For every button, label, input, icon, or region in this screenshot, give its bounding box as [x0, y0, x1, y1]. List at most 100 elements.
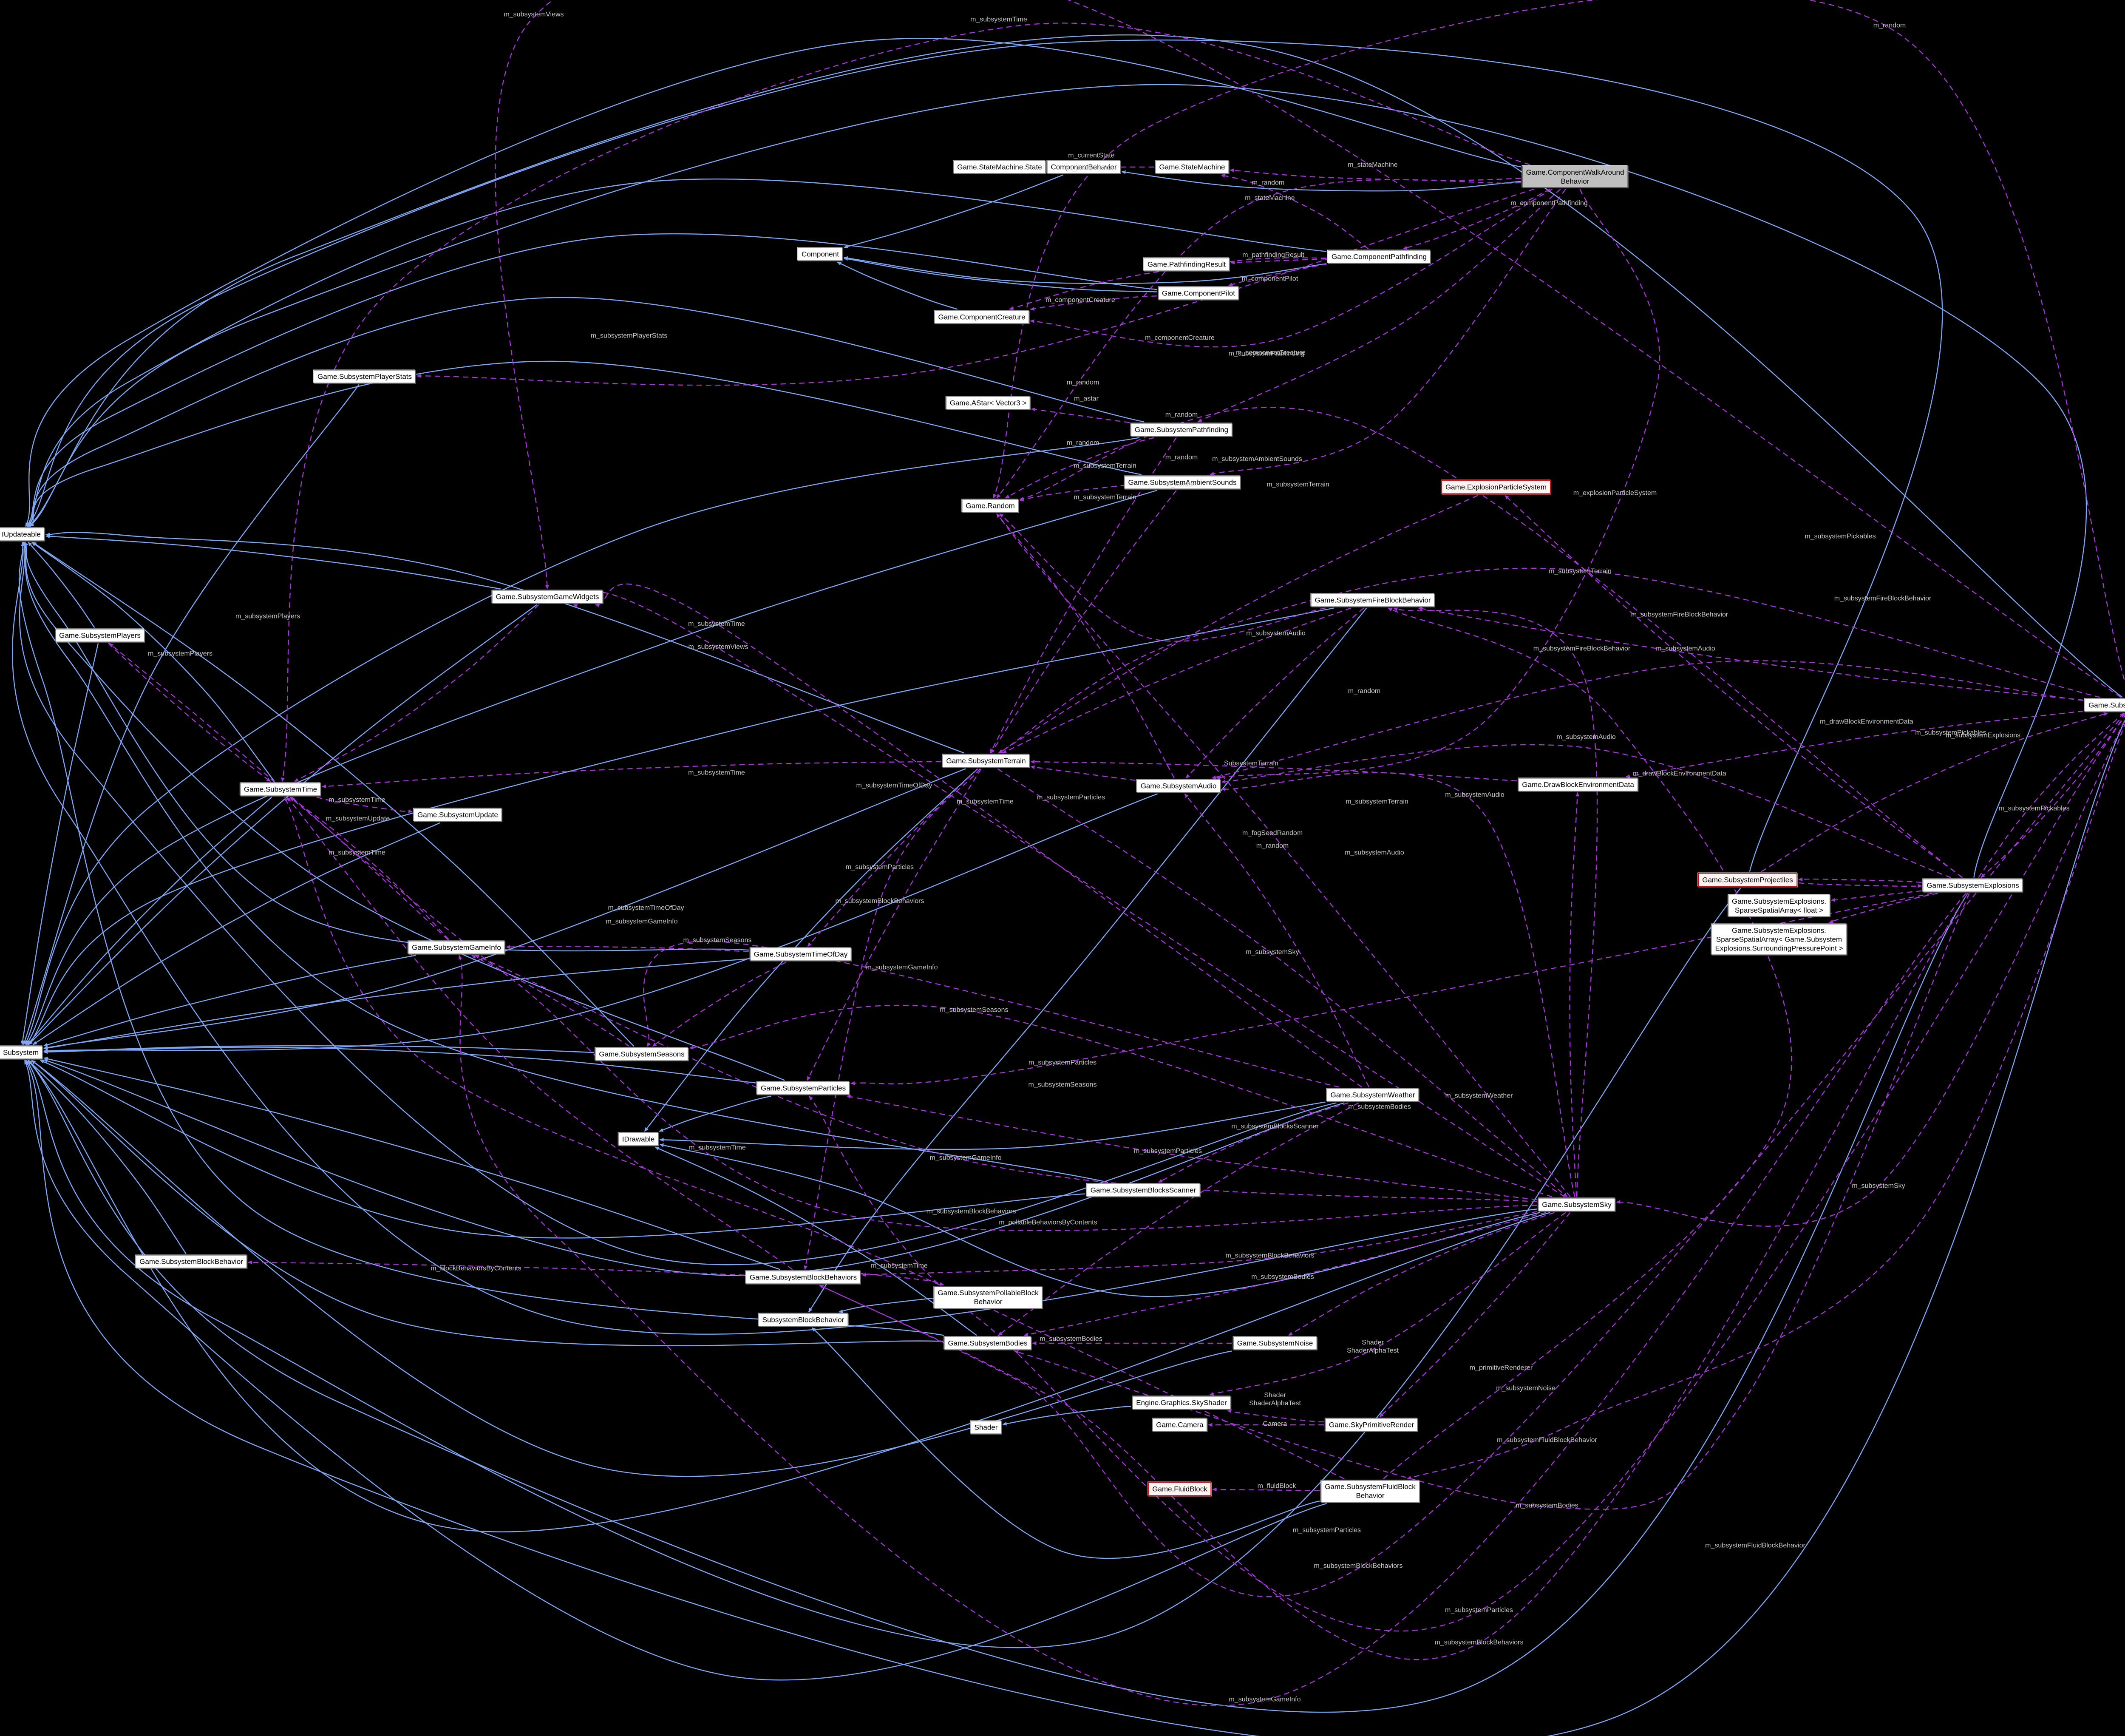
- class-node-noise[interactable]: Game.SubsystemNoise: [1233, 1336, 1317, 1350]
- usage-edge: [1221, 772, 1575, 1197]
- class-node-update[interactable]: Game.SubsystemUpdate: [414, 808, 502, 822]
- inheritance-edge: [27, 40, 1943, 872]
- class-node-sky[interactable]: Game.SubsystemSky: [1538, 1198, 1615, 1211]
- usage-edge: [1023, 1212, 1546, 1337]
- class-node-proj[interactable]: Game.SubsystemProjectiles: [1698, 873, 1797, 887]
- inheritance-edge: [45, 532, 965, 754]
- usage-edge: [861, 1211, 1537, 1277]
- usage-edge: [652, 962, 787, 1047]
- class-node-presult[interactable]: Game.PathfindingResult: [1143, 258, 1230, 271]
- class-node-fluid[interactable]: Game.FluidBlock: [1148, 1482, 1212, 1496]
- usage-edge: [1230, 258, 1327, 265]
- class-node-scan[interactable]: Game.SubsystemBlocksScanner: [1086, 1183, 1200, 1197]
- usage-edge: [1761, 712, 2108, 872]
- usage-edge: [1504, 495, 1963, 878]
- usage-edge: [1212, 1487, 1320, 1492]
- usage-edge: [1379, 1212, 1571, 1418]
- inheritance-edge: [43, 1047, 756, 1084]
- usage-edge: [1980, 715, 2125, 878]
- inheritance-edge: [32, 542, 635, 1047]
- class-node-dbed[interactable]: Game.DrawBlockEnvironmentData: [1518, 778, 1638, 791]
- class-node-camera[interactable]: Game.Camera: [1152, 1418, 1207, 1432]
- class-node-sbb1[interactable]: Game.SubsystemBlockBehavior: [136, 1255, 247, 1268]
- usage-edge: [998, 1102, 1359, 1336]
- class-node-poll[interactable]: Game.SubsystemPollableBlock Behavior: [934, 1286, 1043, 1308]
- class-node-pick[interactable]: Game.SubsystemPickables: [2085, 698, 2125, 712]
- inheritance-edge: [659, 1101, 1326, 1150]
- usage-edge: [1197, 189, 1561, 423]
- class-node-part[interactable]: Game.SubsystemParticles: [756, 1081, 850, 1095]
- class-node-rand[interactable]: Game.Random: [962, 499, 1019, 513]
- usage-edge: [1210, 189, 1566, 476]
- inheritance-edge: [1002, 1406, 1131, 1426]
- class-node-exps[interactable]: Game.SubsystemExplosions: [1923, 879, 2023, 892]
- class-node-seas[interactable]: Game.SubsystemSeasons: [595, 1047, 688, 1061]
- usage-edge: [804, 768, 980, 1270]
- inheritance-edge: [28, 1060, 1550, 1532]
- usage-edge: [495, 0, 2122, 698]
- inheritance-edge: [20, 643, 99, 1045]
- usage-edge: [286, 797, 793, 1270]
- class-node-arr1[interactable]: Game.SubsystemExplosions. SparseSpatialA…: [1728, 895, 1830, 917]
- usage-edge: [475, 955, 1537, 1203]
- class-node-drawable[interactable]: IDrawable: [618, 1132, 659, 1146]
- usage-edge: [846, 1095, 1537, 1200]
- class-node-widgets[interactable]: Game.SubsystemGameWidgets: [492, 590, 603, 604]
- inheritance-edge: [24, 437, 1140, 1045]
- class-node-time[interactable]: Game.SubsystemTime: [240, 783, 321, 796]
- class-node-samb[interactable]: Game.SubsystemAmbientSounds: [1124, 476, 1241, 489]
- class-node-bodies[interactable]: Game.SubsystemBodies: [944, 1336, 1031, 1350]
- class-node-pstats[interactable]: Game.SubsystemPlayerStats: [313, 370, 416, 383]
- class-node-astar[interactable]: Game.AStar< Vector3 >: [946, 396, 1031, 410]
- usage-edge: [819, 713, 2125, 1597]
- class-node-expsys[interactable]: Game.ExplosionParticleSystem: [1441, 480, 1551, 494]
- usage-edge: [284, 797, 1345, 1480]
- inheritance-edge: [40, 1060, 1085, 1239]
- class-node-weather[interactable]: Game.SubsystemWeather: [1326, 1088, 1419, 1102]
- usage-edge: [573, 591, 1565, 1197]
- usage-edge: [1216, 189, 1660, 780]
- inheritance-edge: [808, 607, 1367, 1313]
- inheritance-edge: [26, 178, 1327, 527]
- inheritance-edge: [43, 1057, 780, 1270]
- class-node-tod[interactable]: Game.SubsystemTimeOfDay: [750, 947, 852, 961]
- class-node-sbb2[interactable]: SubsystemBlockBehavior: [758, 1313, 848, 1327]
- usage-edge: [1185, 607, 1364, 779]
- class-node-cpilot[interactable]: Game.ComponentPilot: [1158, 286, 1239, 300]
- class-node-audio[interactable]: Game.SubsystemAudio: [1136, 779, 1221, 793]
- inheritance-edge: [837, 261, 958, 310]
- class-node-ccreat[interactable]: Game.ComponentCreature: [934, 310, 1029, 324]
- class-node-terr[interactable]: Game.SubsystemTerrain: [942, 754, 1030, 768]
- class-node-upd[interactable]: IUpdateable: [0, 528, 45, 541]
- usage-edge: [998, 567, 2100, 754]
- class-node-fluidb[interactable]: Game.SubsystemFluidBlock Behavior: [1321, 1480, 1420, 1502]
- inheritance-edge: [43, 955, 416, 1047]
- inheritance-edge: [19, 542, 1337, 1265]
- class-node-smstate[interactable]: Game.StateMachine.State: [953, 160, 1046, 174]
- class-node-cpath[interactable]: Game.ComponentPathfinding: [1328, 250, 1431, 264]
- class-node-sbbs[interactable]: Game.SubsystemBlockBehaviors: [745, 1271, 861, 1284]
- usage-edge: [1798, 882, 1922, 888]
- class-node-sub[interactable]: Subsystem: [0, 1046, 43, 1059]
- class-node-walk[interactable]: Game.ComponentWalkAround Behavior: [1522, 166, 1628, 188]
- usage-edge: [999, 513, 1326, 642]
- class-node-players[interactable]: Game.SubsystemPlayers: [55, 629, 144, 642]
- class-node-sm[interactable]: Game.StateMachine: [1155, 160, 1229, 174]
- inheritance-edge: [31, 1060, 1232, 1477]
- class-node-skyprim[interactable]: Game.SkyPrimitiveRender: [1325, 1418, 1418, 1432]
- class-node-ginfo[interactable]: Game.SubsystemGameInfo: [408, 941, 505, 954]
- inheritance-edge: [644, 768, 978, 1132]
- usage-edge: [322, 761, 941, 789]
- inheritance-edge: [844, 257, 1157, 292]
- class-node-arr2[interactable]: Game.SubsystemExplosions. SparseSpatialA…: [1711, 924, 1847, 955]
- inheritance-edge: [26, 490, 1157, 1045]
- class-node-skyshader[interactable]: Engine.Graphics.SkyShader: [1132, 1396, 1231, 1410]
- class-node-spath[interactable]: Game.SubsystemPathfinding: [1130, 423, 1232, 437]
- class-node-shader[interactable]: Shader: [970, 1421, 1002, 1434]
- class-node-fireb[interactable]: Game.SubsystemFireBlockBehavior: [1311, 593, 1435, 607]
- class-node-cbeh[interactable]: ComponentBehavior: [1047, 160, 1121, 174]
- usage-edge: [1002, 607, 1351, 754]
- class-node-comp[interactable]: Component: [798, 247, 843, 261]
- usage-edge: [1005, 437, 1154, 499]
